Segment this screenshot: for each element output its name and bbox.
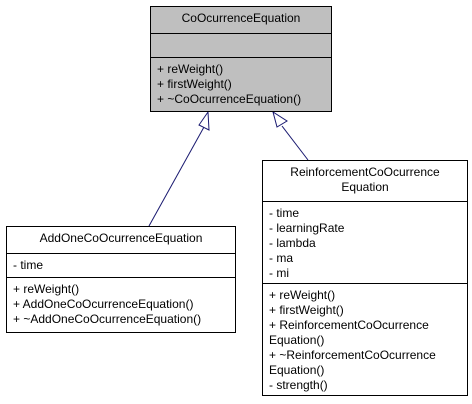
method: + firstWeight()	[269, 303, 344, 317]
class-name: ReinforcementCoOcurrence Equation	[263, 161, 467, 201]
class-attributes	[151, 33, 331, 57]
method: Equation()	[269, 333, 325, 347]
inheritance-line-reinforcement	[281, 125, 309, 161]
attribute: - time	[13, 258, 43, 272]
class-methods: + reWeight() + firstWeight() + Reinforce…	[263, 283, 467, 395]
method: + firstWeight()	[157, 77, 232, 91]
class-name-text: AddOneCoOcurrenceEquation	[39, 231, 203, 245]
method: + reWeight()	[13, 282, 80, 296]
class-reinforcement-coocurrence-equation[interactable]: ReinforcementCoOcurrence Equation - time…	[262, 160, 468, 396]
attribute: - lambda	[269, 236, 316, 250]
class-coocurrence-equation[interactable]: CoOcurrenceEquation + reWeight() + first…	[150, 6, 332, 112]
method: + AddOneCoOcurrenceEquation()	[13, 297, 194, 311]
method: + reWeight()	[157, 62, 224, 76]
class-name: AddOneCoOcurrenceEquation	[7, 227, 235, 253]
method: + ~AddOneCoOcurrenceEquation()	[13, 312, 202, 326]
inheritance-line-addone	[148, 126, 205, 227]
method: + ~CoOcurrenceEquation()	[157, 92, 302, 106]
method: + ~ReinforcementCoOcurrence	[269, 348, 436, 362]
inheritance-arrowhead-reinforcement	[272, 110, 288, 128]
class-addone-coocurrence-equation[interactable]: AddOneCoOcurrenceEquation - time + reWei…	[6, 226, 236, 333]
attribute: - mi	[269, 266, 289, 280]
class-name: CoOcurrenceEquation	[151, 7, 331, 33]
class-attributes: - time	[7, 253, 235, 277]
class-name-text: Equation	[341, 180, 389, 194]
attribute: - ma	[269, 251, 293, 265]
method: Equation()	[269, 363, 325, 377]
attribute: - learningRate	[269, 221, 345, 235]
class-attributes: - time - learningRate - lambda - ma - mi	[263, 201, 467, 283]
class-methods: + reWeight() + AddOneCoOcurrenceEquation…	[7, 277, 235, 329]
class-name-text: ReinforcementCoOcurrence	[290, 165, 440, 179]
method: + reWeight()	[269, 288, 336, 302]
inheritance-arrowhead-addone	[198, 110, 210, 131]
method: + ReinforcementCoOcurrence	[269, 318, 429, 332]
class-methods: + reWeight() + firstWeight() + ~CoOcurre…	[151, 57, 331, 109]
method: - strength()	[269, 378, 328, 392]
attribute: - time	[269, 206, 299, 220]
class-name-text: CoOcurrenceEquation	[181, 11, 301, 25]
